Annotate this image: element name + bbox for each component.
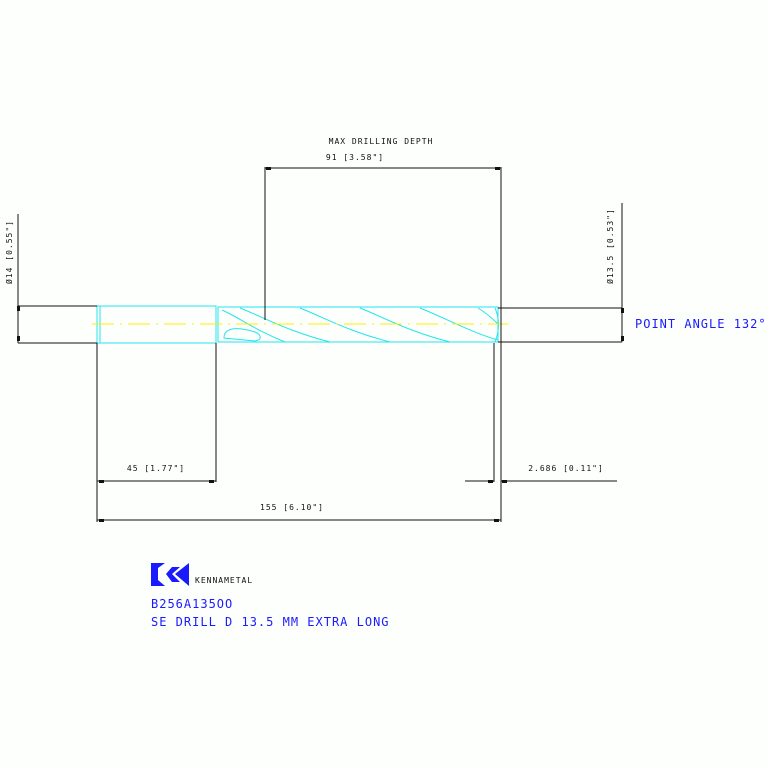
shank-length-dimension: 45 [1.77"]	[127, 464, 185, 473]
part-number: B256A135OO	[151, 597, 233, 611]
shank-diameter-dimension: Ø14 [0.55"]	[4, 220, 14, 284]
overall-length-dimension: 155 [6.10"]	[260, 503, 324, 512]
dimension-lines	[17, 167, 624, 522]
kennametal-logo	[151, 563, 189, 586]
extension-lines	[18, 167, 622, 522]
brand-name: KENNAMETAL	[195, 576, 253, 585]
point-angle-label: POINT ANGLE 132°	[635, 317, 767, 331]
part-description: SE DRILL D 13.5 MM EXTRA LONG	[151, 615, 390, 629]
point-length-dimension: 2.686 [0.11"]	[528, 464, 604, 473]
drill-diameter-dimension: Ø13.5 [0.53"]	[605, 208, 615, 284]
max-drilling-depth-value: 91 [3.58"]	[326, 153, 384, 162]
max-drilling-depth-label: MAX DRILLING DEPTH	[329, 137, 434, 146]
